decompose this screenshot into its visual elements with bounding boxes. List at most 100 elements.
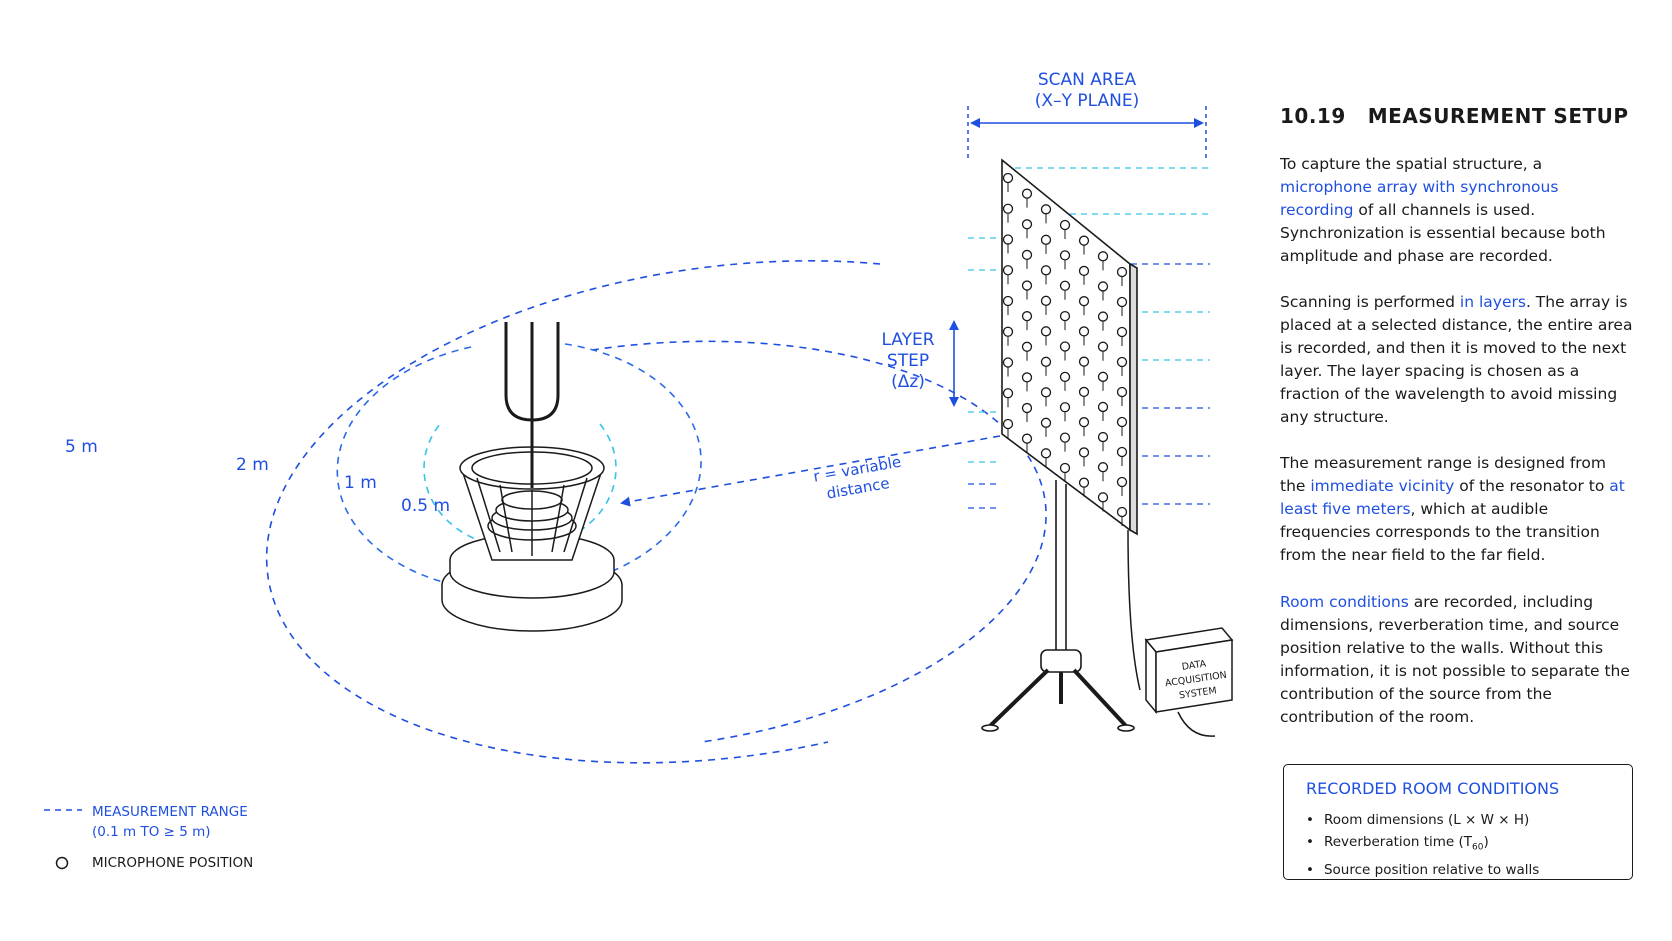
microphone-grid xyxy=(1002,172,1128,526)
microphone-position xyxy=(1078,417,1090,428)
legend-range-label: MEASUREMENT RANGE xyxy=(92,804,248,820)
radius-label-2m: 2 m xyxy=(236,455,269,475)
layer-step-line-1: LAYER xyxy=(881,330,935,350)
microphone-position xyxy=(1097,371,1109,382)
microphone-position xyxy=(1116,356,1128,368)
p3-highlight-1: immediate vicinity xyxy=(1310,477,1455,495)
microphone-position xyxy=(1040,417,1052,428)
microphone-position xyxy=(1002,265,1014,276)
microphone-position xyxy=(1040,265,1052,276)
microphone-position xyxy=(1002,357,1014,368)
distance-arrow xyxy=(620,435,1001,507)
conditions-item-2-sub: 60 xyxy=(1472,842,1484,853)
microphone-position xyxy=(1116,296,1128,308)
microphone-position xyxy=(1021,280,1033,291)
conditions-item-2-close: ) xyxy=(1483,834,1489,850)
data-acquisition-box xyxy=(1127,529,1234,737)
microphone-position xyxy=(1078,356,1090,367)
microphone-position xyxy=(1002,418,1014,430)
microphone-position xyxy=(1059,432,1071,443)
microphone-position xyxy=(1040,356,1052,367)
p4-highlight: Room conditions xyxy=(1280,593,1409,611)
paragraph-4: Room conditions are recorded, including … xyxy=(1280,591,1635,729)
paragraph-3: The measurement range is designed from t… xyxy=(1280,452,1635,567)
conditions-item-3-text: Source position relative to walls xyxy=(1323,861,1540,878)
conditions-list: Room dimensions (L × W × H) Reverberatio… xyxy=(1306,809,1539,881)
microphone-position xyxy=(1116,326,1128,338)
microphone-position xyxy=(1116,386,1128,398)
microphone-position xyxy=(1021,249,1033,261)
p2-text-b: . The array is placed at a selected dist… xyxy=(1280,293,1633,426)
p3-text-b: of the resonator to xyxy=(1454,477,1610,495)
radius-label-1m: 1 m xyxy=(344,473,377,493)
array-stand xyxy=(981,480,1135,732)
p1-text-a: To capture the spatial structure, a xyxy=(1280,155,1543,173)
layer-step-label: LAYER STEP (Δz) xyxy=(868,330,948,393)
microphone-position xyxy=(1002,203,1014,214)
p4-text-a: are recorded, including dimensions, reve… xyxy=(1280,593,1630,726)
microphone-position xyxy=(1040,204,1052,215)
microphone-position xyxy=(1116,476,1128,488)
microphone-position xyxy=(1059,462,1071,474)
paragraph-1: To capture the spatial structure, a micr… xyxy=(1280,153,1635,268)
microphone-position xyxy=(1097,341,1109,352)
microphone-position xyxy=(1021,311,1033,322)
p3-highlight-2: at least five meters xyxy=(1280,477,1625,518)
microphone-position xyxy=(1078,296,1090,307)
conditions-item-reverb: Reverberation time (T60) xyxy=(1306,831,1539,859)
microphone-position xyxy=(1078,235,1090,246)
microphone-position xyxy=(1021,433,1033,444)
microphone-position xyxy=(1116,446,1128,458)
microphone-position xyxy=(1040,326,1052,337)
legend-mic-label: MICROPHONE POSITION xyxy=(92,855,254,871)
p2-highlight: in layers xyxy=(1459,293,1526,311)
p1-highlight: microphone array with synchronous record… xyxy=(1280,178,1559,219)
legend-mic-icon xyxy=(55,856,69,870)
range-circle-1m xyxy=(336,343,702,593)
scan-area-dimension xyxy=(967,106,1207,160)
legend-range: MEASUREMENT RANGE (0.1 m TO ≥ 5 m) xyxy=(92,802,248,842)
range-circle-2m xyxy=(591,340,1047,743)
layer-step-line-2: STEP xyxy=(886,351,930,371)
p1-text-b: of all channels is used. Synchronization… xyxy=(1280,201,1606,265)
microphone-position xyxy=(1021,219,1033,230)
conditions-item-1-text: Room dimensions (L × W × H) xyxy=(1323,812,1530,828)
paragraph-2: Scanning is performed in layers. The arr… xyxy=(1280,291,1635,429)
p3-text-c: , which at audible frequencies correspon… xyxy=(1280,500,1600,564)
microphone-position xyxy=(1021,341,1033,352)
microphone-position xyxy=(1002,326,1014,337)
p2-text-a: Scanning is performed xyxy=(1280,293,1460,311)
scan-area-line-1: SCAN AREA xyxy=(1037,70,1137,90)
section-number: 10.19 xyxy=(1280,104,1346,128)
p3-text-a: The measurement range is designed from t… xyxy=(1280,454,1606,495)
microphone-position xyxy=(1078,386,1090,398)
layer-step-line-3: (Δz) xyxy=(891,372,925,392)
microphone-position xyxy=(1002,295,1014,307)
microphone-position xyxy=(1078,447,1090,458)
scan-area-line-2: (X–Y PLANE) xyxy=(1034,91,1140,111)
microphone-position xyxy=(1059,371,1071,383)
microphone-position xyxy=(1116,506,1128,518)
section-heading: 10.19 MEASUREMENT SETUP xyxy=(1280,104,1629,128)
microphone-position xyxy=(1078,477,1090,488)
resonator-speaker xyxy=(441,322,623,632)
microphone-position xyxy=(1021,402,1033,414)
microphone-position xyxy=(1116,266,1128,278)
microphone-position xyxy=(1116,416,1128,428)
microphone-position xyxy=(1097,462,1109,473)
legend-range-sub: (0.1 m TO ≥ 5 m) xyxy=(92,824,211,840)
recorded-room-conditions-box: RECORDED ROOM CONDITIONS Room dimensions… xyxy=(1283,764,1633,880)
microphone-position xyxy=(1097,311,1109,322)
radius-label-5m: 5 m xyxy=(65,437,98,457)
microphone-position xyxy=(1097,281,1109,292)
microphone-position xyxy=(1021,372,1033,383)
microphone-position xyxy=(1002,388,1014,399)
section-title: MEASUREMENT SETUP xyxy=(1367,104,1629,128)
conditions-item-dimensions: Room dimensions (L × W × H) xyxy=(1306,809,1539,831)
microphone-position xyxy=(1021,188,1033,199)
microphone-position xyxy=(1078,265,1090,277)
microphone-position xyxy=(1002,234,1014,245)
microphone-position xyxy=(1059,280,1071,291)
microphone-position xyxy=(1040,387,1052,398)
